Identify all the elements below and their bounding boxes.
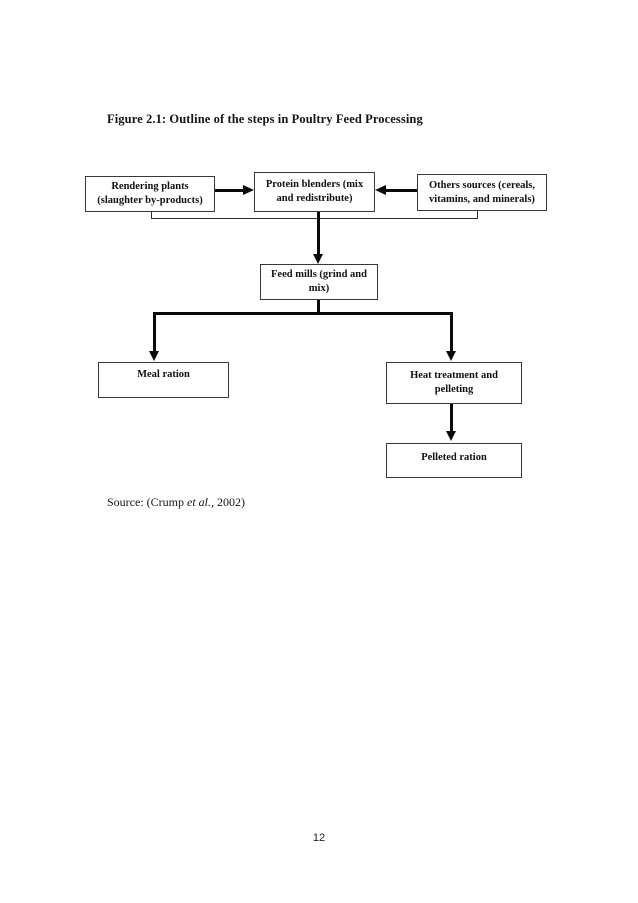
arrow-down-icon — [446, 351, 456, 361]
node-text-line: Others sources (cereals, — [428, 179, 536, 191]
flow-node-other-sources: Others sources (cereals, vitamins, and m… — [417, 174, 547, 211]
node-text-line: Protein blenders (mix — [265, 179, 364, 190]
branch-horizontal-line — [153, 312, 453, 315]
arrow-down-icon — [446, 431, 456, 441]
arrow-feedmills-stem — [316, 300, 320, 314]
source-text-italic: et al., — [187, 495, 214, 509]
connector-horizontal — [151, 218, 479, 220]
node-text-line: vitamins, and minerals) — [429, 193, 535, 205]
arrow-protein-to-feedmills-shaft — [316, 212, 320, 255]
node-text-line: mix) — [308, 283, 330, 294]
node-text-line: and redistribute) — [276, 193, 353, 204]
node-text-line: (slaughter by-products) — [97, 195, 203, 206]
node-text-line: Pelleted ration — [421, 451, 487, 463]
connector-right-drop — [477, 210, 479, 219]
flow-node-feed-mills: Feed mills (grind and mix) — [260, 264, 378, 300]
flow-node-protein-blenders: Protein blenders (mix and redistribute) — [254, 172, 375, 212]
source-citation: Source: (Crump et al., 2002) — [107, 495, 245, 510]
arrow-right-icon — [243, 185, 254, 195]
arrow-down-icon — [312, 254, 323, 264]
node-text-line: Rendering plants — [111, 181, 189, 192]
source-text: 2002) — [214, 495, 245, 509]
node-text-line: pelleting — [434, 384, 474, 395]
flow-node-pelleted-ration: Pelleted ration — [386, 443, 522, 478]
connector-left-drop — [151, 211, 153, 219]
arrow-left-icon — [375, 185, 386, 195]
flow-node-rendering-plants: Rendering plants (slaughter by-products) — [85, 176, 215, 212]
page-number: 12 — [312, 832, 326, 844]
arrow-down-icon — [149, 351, 159, 361]
node-text-line: Heat treatment and — [410, 370, 498, 381]
source-text: Source: (Crump — [107, 495, 187, 509]
arrow-others-to-protein-shaft — [386, 189, 417, 192]
flow-node-heat-treatment: Heat treatment and pelleting — [386, 362, 522, 404]
flow-node-meal-ration: Meal ration — [98, 362, 229, 398]
figure-caption: Figure 2.1: Outline of the steps in Poul… — [107, 112, 423, 126]
node-text-line: Feed mills (grind and — [271, 269, 367, 280]
node-text-line: Meal ration — [137, 369, 190, 380]
arrow-heat-to-pelleted-shaft — [450, 404, 453, 432]
arrow-feedmills-to-meal-shaft — [153, 312, 156, 351]
arrow-feedmills-to-heat-shaft — [450, 312, 453, 351]
arrow-rendering-to-protein-shaft — [215, 189, 244, 192]
